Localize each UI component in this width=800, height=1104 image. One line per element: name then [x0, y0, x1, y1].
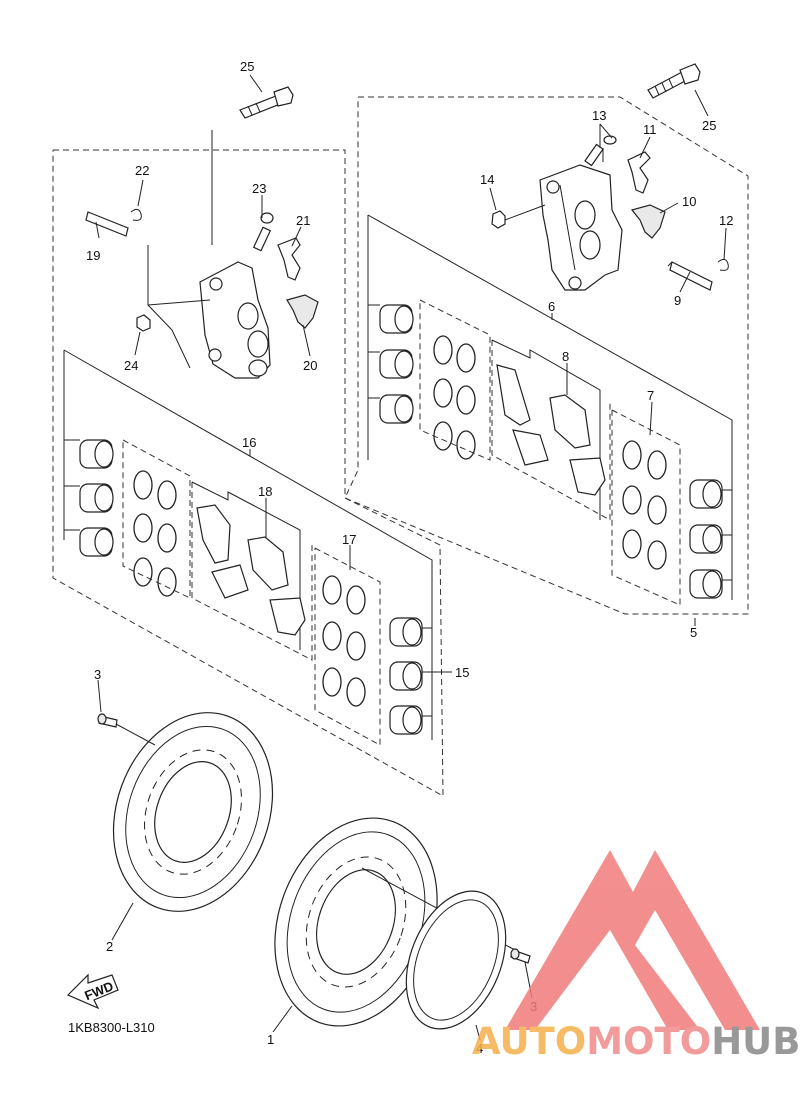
- brake-disc-2: [112, 712, 274, 912]
- left-caliper-group: [52, 86, 444, 797]
- forward-arrow-icon: FWD: [66, 973, 119, 1010]
- left-pistons-right: [389, 617, 432, 735]
- callout-7: 7: [647, 388, 654, 403]
- callout-25-left: 25: [240, 59, 254, 74]
- callout-24: 24: [124, 358, 138, 373]
- callout-19: 19: [86, 248, 100, 263]
- right-bleeder-cap: [491, 210, 506, 229]
- right-caliper-body: [539, 164, 623, 291]
- callout-1: 1: [267, 1032, 274, 1047]
- callout-23: 23: [252, 181, 266, 196]
- left-bleeder-screw: [252, 212, 274, 252]
- left-pad-pin: [85, 211, 129, 237]
- disc-bolt-3b: [510, 948, 531, 964]
- callout-22: 22: [135, 163, 149, 178]
- callout-13: 13: [592, 108, 606, 123]
- callout-11: 11: [643, 122, 657, 137]
- callout-10: 10: [682, 194, 696, 209]
- sensor-rotor-4: [405, 890, 507, 1030]
- callout-8: 8: [562, 349, 569, 364]
- callout-2: 2: [106, 939, 113, 954]
- automotohub-logo-icon: [505, 850, 760, 1030]
- left-seal-kit: [322, 575, 366, 707]
- right-pistons-right: [689, 479, 732, 599]
- callout-5: 5: [690, 625, 697, 640]
- right-pistons-left: [368, 304, 414, 424]
- leader-lines: [95, 74, 727, 1041]
- diagram-code: 1KB8300-L310: [68, 1020, 155, 1035]
- right-caliper-group: [344, 63, 749, 615]
- callout-3-left: 3: [94, 667, 101, 682]
- svg-text:AUTOMOTOHUB: AUTOMOTOHUB: [472, 1020, 800, 1063]
- right-piston-seals: [433, 335, 476, 460]
- callout-16: 16: [242, 435, 256, 450]
- left-caliper-body: [199, 261, 271, 379]
- watermark-auto: AUTO: [472, 1020, 586, 1063]
- callout-4: 4: [476, 1041, 483, 1056]
- right-bleeder-screw: [584, 135, 617, 167]
- right-caliper-bolt: [647, 63, 701, 99]
- callout-12: 12: [719, 213, 733, 228]
- right-pad-pin: [667, 261, 713, 291]
- callout-17: 17: [342, 532, 356, 547]
- left-piston-seals: [133, 470, 177, 597]
- callout-6: 6: [548, 299, 555, 314]
- right-brake-pads: [496, 364, 606, 496]
- callout-20: 20: [303, 358, 317, 373]
- right-pad-spring: [627, 151, 651, 194]
- callout-numbers: 25 25 13 11 14 10 12 9 6 8 7 5 22 23 21 …: [86, 59, 733, 1056]
- left-caliper-bolt: [239, 86, 294, 119]
- disc-bolt-3a: [97, 713, 118, 728]
- watermark-moto: MOTO: [586, 1020, 711, 1063]
- callout-25-right: 25: [702, 118, 716, 133]
- callout-14: 14: [480, 172, 494, 187]
- automotohub-watermark: AUTOMOTOHUB: [472, 850, 800, 1063]
- left-bleeder-cap: [136, 314, 151, 332]
- callout-15: 15: [455, 665, 469, 680]
- left-pad-spring: [277, 237, 301, 281]
- left-pad-support: [286, 294, 319, 329]
- right-seal-kit: [622, 440, 667, 570]
- callout-9: 9: [674, 293, 681, 308]
- right-pad-support: [630, 204, 666, 239]
- callout-21: 21: [296, 213, 310, 228]
- left-pistons-left: [64, 439, 114, 557]
- callout-18: 18: [258, 484, 272, 499]
- watermark-hub: HUB: [711, 1020, 800, 1063]
- left-brake-pads: [196, 504, 306, 636]
